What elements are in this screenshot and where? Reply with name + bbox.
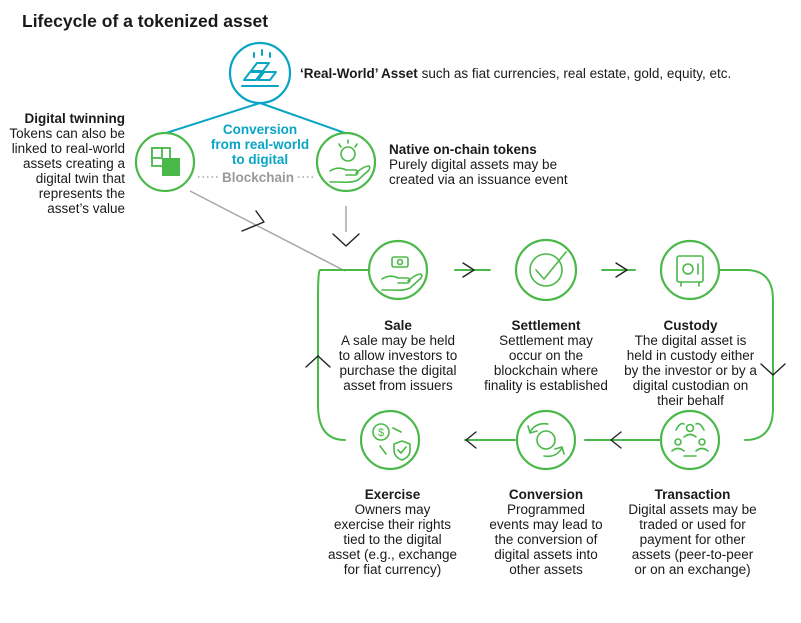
conversion-title: Conversion <box>508 487 584 502</box>
dollar-shield-icon: $ <box>359 409 421 471</box>
transaction-line: payment for other <box>639 532 746 547</box>
exercise-line: asset (e.g., exchange <box>327 547 458 562</box>
exercise-line: tied to the digital <box>343 532 442 547</box>
native-tokens-line: Purely digital assets may be <box>389 157 558 172</box>
native-to-sale-line <box>332 206 360 247</box>
transaction-line: Digital assets may be <box>628 502 757 517</box>
custody-line: The digital asset is <box>634 333 747 348</box>
twin-squares-icon <box>134 131 196 193</box>
transaction-line: traded or used for <box>639 517 746 532</box>
sale-title: Sale <box>384 318 412 333</box>
real-world-asset-desc: such as fiat currencies, real estate, go… <box>421 66 732 81</box>
cycle-loop <box>317 269 774 441</box>
arrow-settlement-custody <box>615 262 628 278</box>
sale-line: purchase the digital <box>339 363 457 378</box>
real-world-asset-label: ‘Real-World’ Asset such as fiat currenci… <box>300 66 731 81</box>
checkmark-icon <box>514 238 578 302</box>
transaction-line: assets (peer-to-peer <box>631 547 754 562</box>
twin-to-sale-line <box>189 190 346 272</box>
settlement-line: finality is established <box>484 378 608 393</box>
digital-twinning-line: digital twin that <box>35 171 125 186</box>
custody-title: Custody <box>663 318 718 333</box>
conversion-label-line: to digital <box>231 152 289 167</box>
money-hand-icon <box>367 239 429 301</box>
svg-text:$: $ <box>378 427 384 439</box>
digital-twinning-line: linked to real-world <box>11 141 125 156</box>
exercise-line: for fiat currency) <box>343 562 442 577</box>
sale-block: Sale A sale may be held to allow investo… <box>328 318 468 393</box>
digital-twinning-title: Digital twinning <box>24 111 126 126</box>
real-world-asset-title: ‘Real-World’ Asset <box>300 66 418 81</box>
sale-line: A sale may be held <box>340 333 456 348</box>
exercise-line: Owners may <box>354 502 431 517</box>
digital-twinning-line: assets creating a <box>22 156 125 171</box>
conversion-label: Conversion from real-world to digital <box>200 122 320 167</box>
digital-twinning-line: Tokens can also be <box>9 126 125 141</box>
settlement-title: Settlement <box>511 318 581 333</box>
custody-line: by the investor or by a <box>624 363 757 378</box>
arrow-sale-settlement <box>462 262 475 278</box>
digital-twinning-line: represents the <box>38 186 125 201</box>
digital-twinning-block: Digital twinning Tokens can also be link… <box>0 111 125 216</box>
custody-line: their behalf <box>657 393 724 408</box>
arrow-conversion-exercise <box>465 431 477 449</box>
settlement-line: Settlement may <box>499 333 593 348</box>
native-tokens-line: created via an issuance event <box>389 172 568 187</box>
settlement-line: occur on the <box>508 348 584 363</box>
transaction-title: Transaction <box>654 487 731 502</box>
native-tokens-title: Native on-chain tokens <box>389 142 537 157</box>
transaction-line: or on an exchange) <box>634 562 751 577</box>
conversion-line: the conversion of <box>494 532 598 547</box>
native-tokens-block: Native on-chain tokens Purely digital as… <box>389 142 629 187</box>
conversion-line: events may lead to <box>489 517 603 532</box>
people-network-icon <box>659 409 721 471</box>
settlement-line: blockchain where <box>493 363 599 378</box>
sale-line: to allow investors to <box>338 348 458 363</box>
safe-icon <box>659 239 721 301</box>
conversion-label-line: Conversion <box>222 122 298 137</box>
conversion-connectors <box>165 102 346 134</box>
arrow-exercise-sale <box>305 355 331 368</box>
conversion-label-line: from real-world <box>210 137 310 152</box>
page-title: Lifecycle of a tokenized asset <box>22 11 269 31</box>
settlement-block: Settlement Settlement may occur on the b… <box>476 318 616 393</box>
custody-line: digital custodian on <box>632 378 749 393</box>
custody-line: held in custody either <box>626 348 755 363</box>
digital-twinning-line: asset’s value <box>47 201 125 216</box>
arrow-transaction-conversion <box>610 431 622 449</box>
sale-line: asset from issuers <box>343 378 453 393</box>
conversion-block: Conversion Programmed events may lead to… <box>476 487 616 577</box>
exercise-line: exercise their rights <box>333 517 452 532</box>
blockchain-label: Blockchain <box>221 170 295 185</box>
gold-bars-icon <box>228 41 292 105</box>
arrow-custody-transaction <box>760 363 786 376</box>
conversion-line: Programmed <box>506 502 586 517</box>
coin-hand-icon <box>315 131 377 193</box>
conversion-line: digital assets into <box>494 547 598 562</box>
exercise-block: Exercise Owners may exercise their right… <box>320 487 465 577</box>
transaction-block: Transaction Digital assets may be traded… <box>620 487 765 577</box>
conversion-line: other assets <box>509 562 583 577</box>
exercise-title: Exercise <box>364 487 421 502</box>
coin-exchange-icon <box>515 409 577 471</box>
flow-arrows <box>305 262 786 449</box>
custody-block: Custody The digital asset is held in cus… <box>618 318 763 408</box>
